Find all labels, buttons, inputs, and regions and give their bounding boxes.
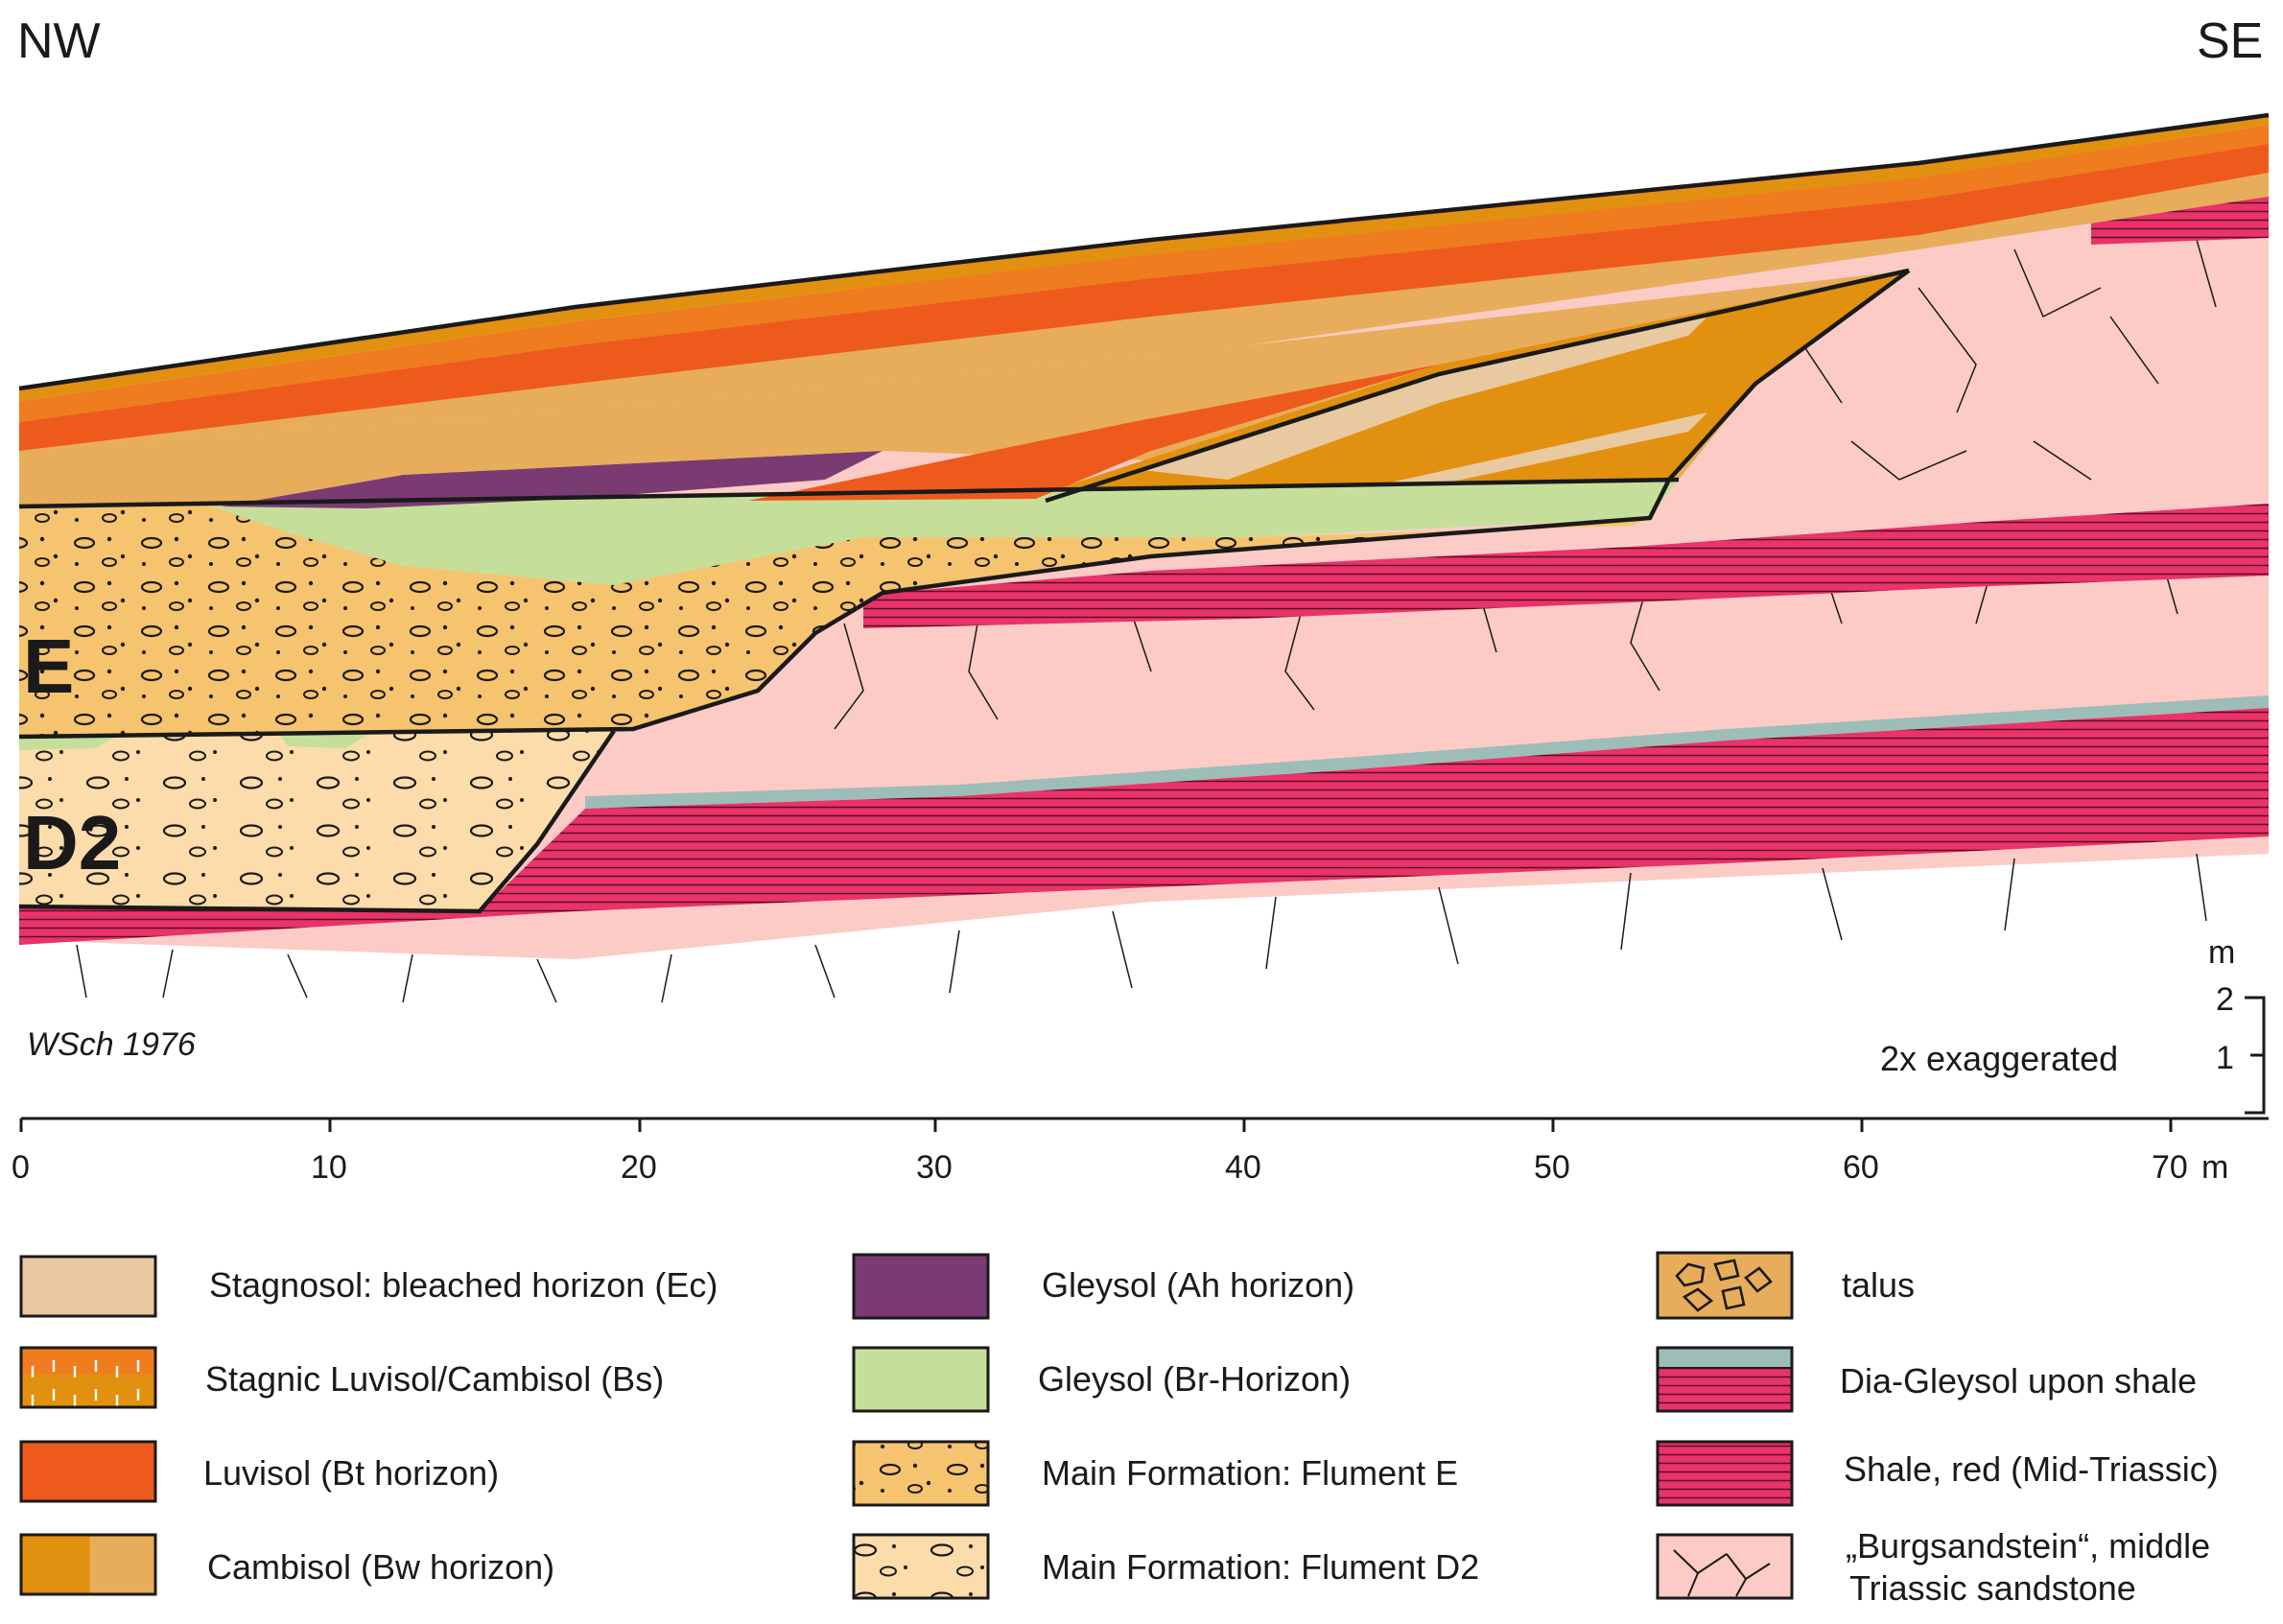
x-tick-0: 0: [12, 1149, 30, 1186]
orientation-nw: NW: [17, 13, 101, 69]
talus-clasts-icon: [1675, 1259, 1773, 1312]
legend-label: Shale, red (Mid-Triassic): [1844, 1449, 2219, 1489]
legend-label: Main Formation: Flument D2: [1042, 1547, 1479, 1587]
shale-band-upper: [863, 504, 2269, 628]
legend-label: talus: [1842, 1265, 1915, 1305]
vertical-scale-tick-2: 2: [2216, 981, 2234, 1018]
legend-item-shale: Shale, red (Mid-Triassic): [1656, 1440, 2219, 1507]
x-tick-10: 10: [311, 1149, 347, 1186]
legend-label: Luvisol (Bt horizon): [203, 1453, 499, 1493]
legend-item-flument-d2: Main Formation: Flument D2: [852, 1533, 1479, 1600]
x-tick-70: 70: [2152, 1149, 2188, 1186]
legend-item-gleysol-br: Gleysol (Br-Horizon): [852, 1346, 1351, 1413]
sandstone-joints: [76, 239, 2217, 1003]
vertical-scale: m 2 1 2x exaggerated: [1880, 934, 2266, 1115]
legend-label: Cambisol (Bw horizon): [207, 1547, 554, 1587]
flument-d2-unit: [19, 731, 614, 911]
x-tick-60: 60: [1843, 1149, 1879, 1186]
x-tick-40: 40: [1225, 1149, 1261, 1186]
legend-item-dia-gleysol: Dia-Gleysol upon shale: [1656, 1346, 2197, 1413]
legend-label: Main Formation: Flument E: [1042, 1453, 1458, 1493]
x-tick-30: 30: [916, 1149, 953, 1186]
legend-item-stagnic-luvisol: Stagnic Luvisol/Cambisol (Bs): [19, 1346, 664, 1409]
x-tick-50: 50: [1534, 1149, 1570, 1186]
vertical-scale-unit: m: [2208, 934, 2235, 971]
bleached-horizon-wedge-2: [1381, 412, 1707, 484]
legend-label: Gleysol (Br-Horizon): [1038, 1359, 1351, 1399]
shale-band-lower: [19, 708, 2269, 945]
legend-label: Stagnic Luvisol/Cambisol (Bs): [205, 1359, 664, 1399]
x-tick-20: 20: [621, 1149, 657, 1186]
legend-item-sandstone: „Burgsandstein“, middle Triassic sandsto…: [1656, 1526, 2210, 1608]
gleysol-br-unit: [211, 480, 1679, 585]
legend-item-stagnosol: Stagnosol: bleached horizon (Ec): [19, 1255, 718, 1318]
gleysol-ah-unit: [221, 451, 883, 508]
cross-section-body: [18, 112, 2270, 1003]
legend: Stagnosol: bleached horizon (Ec) Stagnic…: [19, 1251, 2219, 1608]
vertical-scale-note: 2x exaggerated: [1880, 1039, 2118, 1078]
topsoil-band: [19, 115, 2269, 401]
x-axis-unit: m: [2201, 1149, 2228, 1186]
unit-label-e: E: [23, 624, 74, 709]
boundaries: [18, 112, 2270, 914]
luvisol-bt-wedge: [748, 365, 1439, 501]
bleached-horizon-wedge: [1142, 317, 1707, 480]
legend-label: Dia-Gleysol upon shale: [1840, 1361, 2197, 1400]
luvisol-bt-band: [19, 144, 2269, 451]
legend-item-cambisol-bw: Cambisol (Bw horizon): [19, 1533, 554, 1596]
legend-item-gleysol-ah: Gleysol (Ah horizon): [852, 1253, 1354, 1320]
stagnic-bs-band: [19, 125, 2269, 422]
legend-label: Triassic sandstone: [1849, 1568, 2136, 1608]
legend-item-talus: talus: [1656, 1251, 1915, 1320]
legend-label: Gleysol (Ah horizon): [1042, 1265, 1354, 1305]
legend-item-flument-e: Main Formation: Flument E: [852, 1440, 1458, 1507]
legend-label: „Burgsandstein“, middle: [1846, 1526, 2210, 1565]
credit-label: WSch 1976: [27, 1026, 196, 1063]
unit-label-d2: D2: [23, 800, 121, 885]
dia-gleysol-band: [585, 695, 2269, 809]
horizontal-axis: 0 10 20 30 40 50 60 70 m: [12, 1117, 2269, 1186]
orientation-se: SE: [2197, 13, 2263, 69]
legend-label: Stagnosol: bleached horizon (Ec): [209, 1265, 718, 1305]
sandstone-joints-icon: [1673, 1549, 1771, 1597]
legend-item-luvisol-bt: Luvisol (Bt horizon): [19, 1440, 499, 1503]
vertical-scale-tick-1: 1: [2216, 1040, 2234, 1076]
